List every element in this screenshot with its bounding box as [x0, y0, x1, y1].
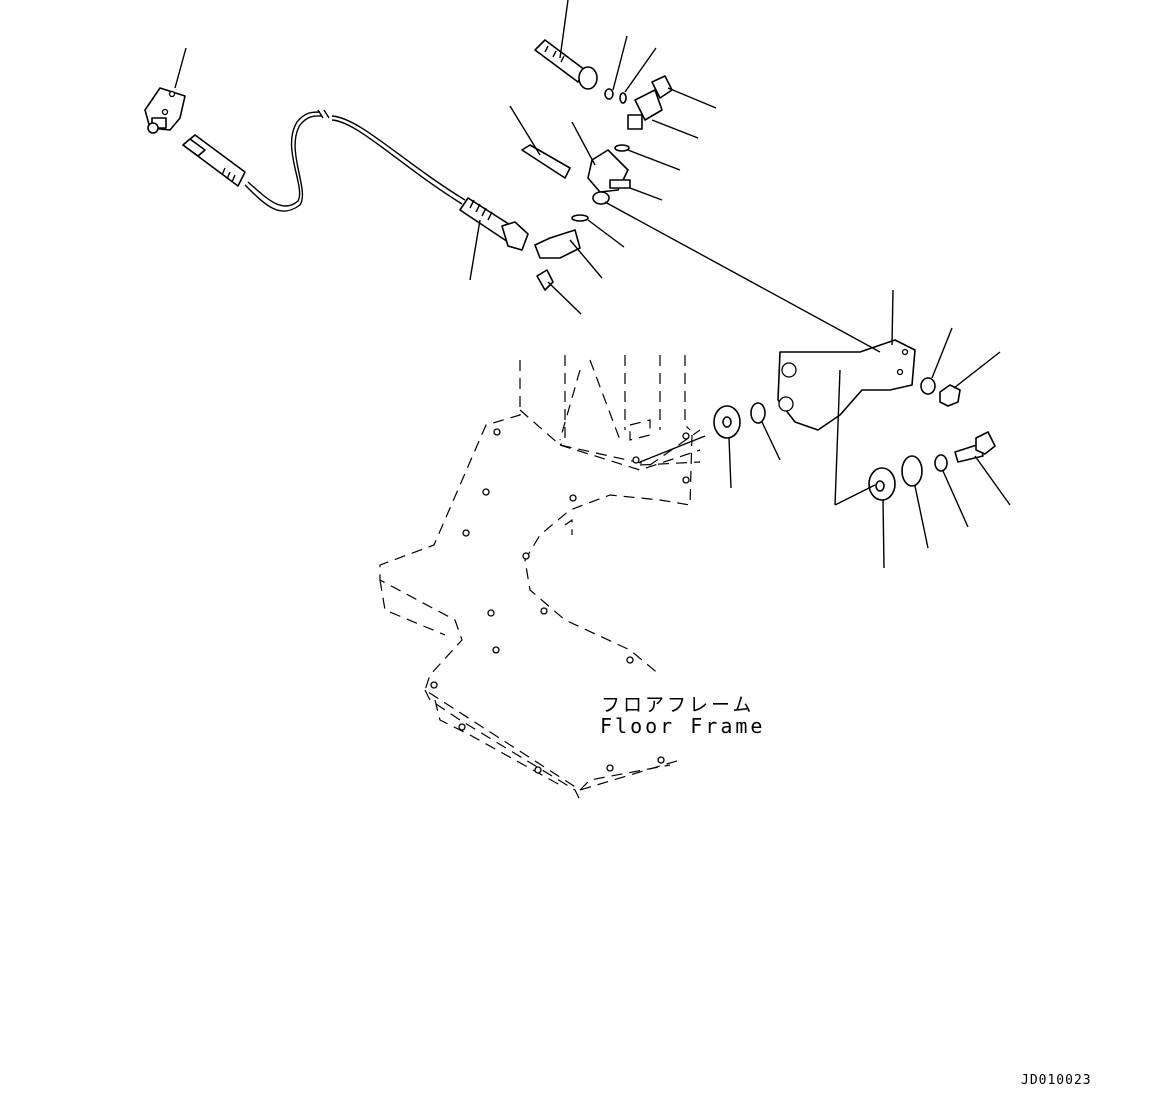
connector-left	[182, 134, 246, 187]
leader-lines	[174, 0, 1011, 569]
top-pipe	[534, 39, 627, 104]
sensor-bracket-left	[144, 87, 186, 134]
reference-lines	[604, 201, 881, 506]
floor-frame-label-jp: フロアフレーム	[601, 694, 755, 716]
cable-harness	[244, 109, 466, 212]
drawing-id: JD010023	[1021, 1073, 1092, 1088]
floor-frame	[379, 355, 701, 801]
mount-bracket	[777, 339, 916, 431]
valve-fittings	[521, 75, 673, 291]
floor-frame-label-en: Floor Frame	[600, 714, 766, 738]
connector-right	[459, 197, 529, 251]
